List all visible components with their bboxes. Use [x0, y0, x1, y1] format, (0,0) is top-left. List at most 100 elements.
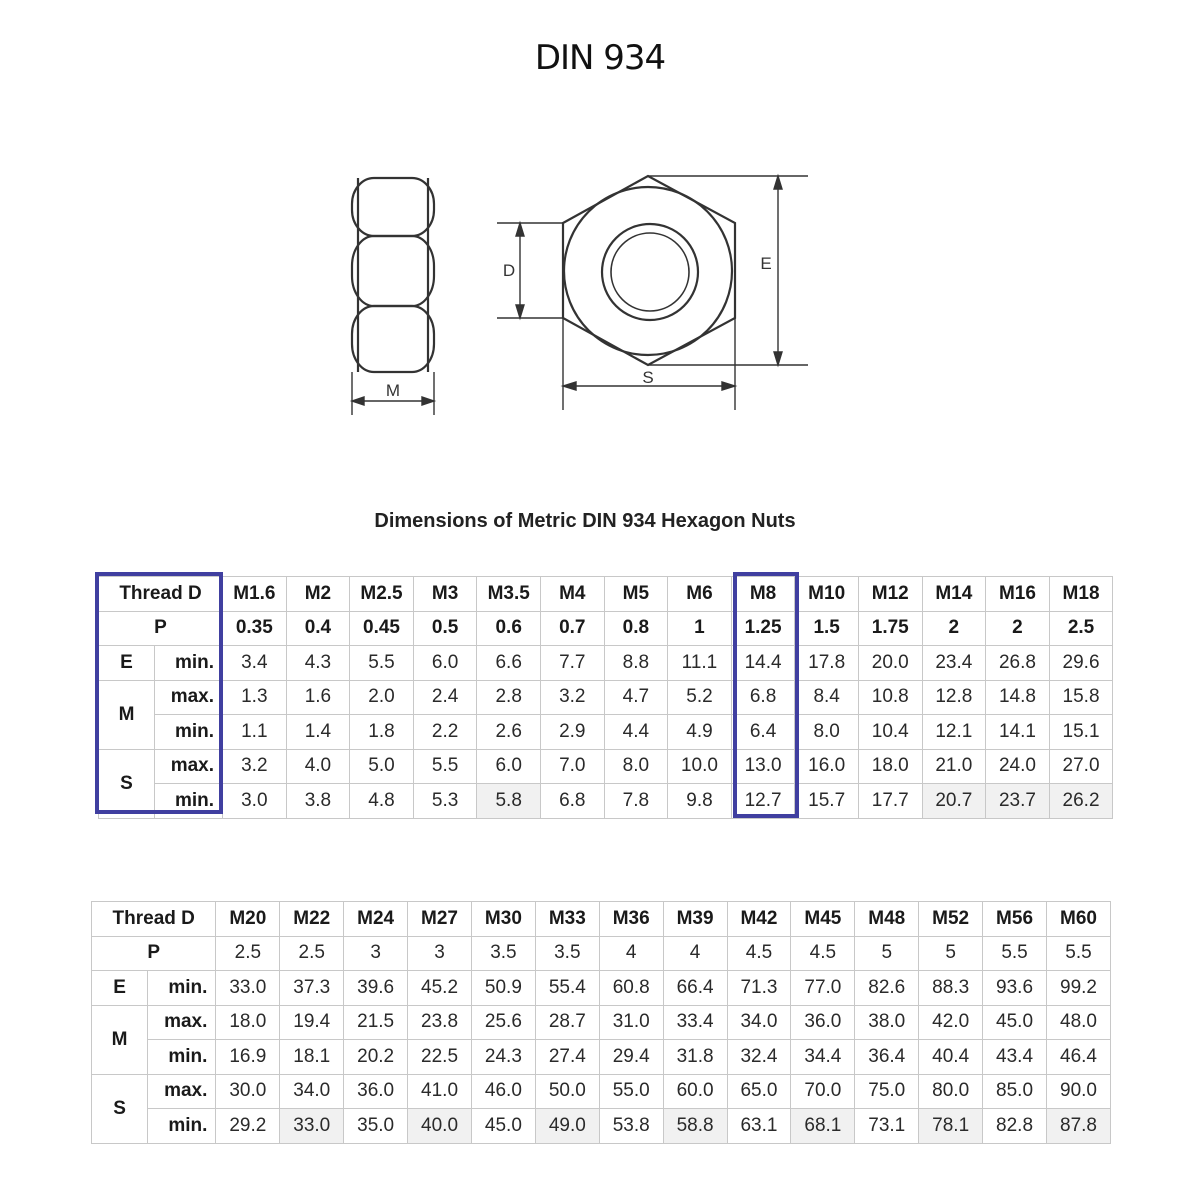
label-s: S — [642, 368, 653, 387]
e-min-value: 6.0 — [412, 645, 478, 681]
size-header: M48 — [854, 901, 920, 937]
size-header: M3 — [412, 576, 478, 612]
nut-side-view — [350, 176, 436, 374]
m-min-value: 32.4 — [726, 1039, 792, 1075]
label-max: max. — [147, 1073, 217, 1109]
m-min-value: 22.5 — [407, 1039, 472, 1075]
s-max-value: 75.0 — [854, 1073, 920, 1109]
m-min-value: 6.4 — [730, 714, 796, 750]
e-min-value: 11.1 — [667, 645, 732, 681]
label-m: M — [90, 1004, 149, 1075]
m-max-value: 4.7 — [603, 679, 669, 715]
label-min: min. — [147, 970, 217, 1006]
s-max-value: 34.0 — [279, 1073, 345, 1109]
m-min-value: 40.4 — [918, 1039, 984, 1075]
s-max-value: 18.0 — [857, 748, 923, 784]
s-max-value: 16.0 — [794, 748, 859, 784]
s-min-value: 45.0 — [470, 1108, 536, 1144]
s-max-value: 70.0 — [790, 1073, 856, 1109]
e-min-value: 26.8 — [985, 645, 1050, 681]
size-header: M30 — [470, 901, 536, 937]
size-header: M3.5 — [476, 576, 541, 612]
label-p: P — [97, 610, 224, 646]
m-max-value: 19.4 — [279, 1004, 345, 1040]
e-min-value: 37.3 — [279, 970, 345, 1006]
pitch-value: 0.35 — [222, 610, 287, 646]
m-min-value: 10.4 — [857, 714, 923, 750]
m-min-value: 16.9 — [215, 1039, 281, 1075]
pitch-value: 2.5 — [215, 935, 281, 971]
label-min: min. — [147, 1039, 217, 1075]
label-max: max. — [147, 1004, 217, 1040]
m-min-value: 2.9 — [539, 714, 605, 750]
s-min-value: 5.3 — [412, 783, 478, 819]
label-thread-d: Thread D — [90, 901, 217, 937]
pitch-value: 1.25 — [730, 610, 796, 646]
m-max-value: 10.8 — [857, 679, 923, 715]
m-min-value: 18.1 — [279, 1039, 345, 1075]
s-min-value: 12.7 — [730, 783, 796, 819]
s-min-value: 29.2 — [215, 1108, 281, 1144]
m-max-value: 23.8 — [407, 1004, 472, 1040]
size-header: M5 — [603, 576, 669, 612]
s-max-value: 27.0 — [1048, 748, 1114, 784]
label-s: S — [98, 748, 155, 819]
m-max-value: 45.0 — [982, 1004, 1047, 1040]
e-min-value: 29.6 — [1048, 645, 1114, 681]
m-max-value: 48.0 — [1045, 1004, 1112, 1040]
m-min-value: 46.4 — [1045, 1039, 1112, 1075]
m-max-value: 12.8 — [921, 679, 987, 715]
label-e: E — [90, 970, 149, 1006]
s-min-value: 73.1 — [854, 1108, 920, 1144]
e-min-value: 20.0 — [857, 645, 923, 681]
pitch-value: 5.5 — [982, 935, 1047, 971]
size-header: M2.5 — [349, 576, 414, 612]
page-title: DIN 934 — [534, 38, 666, 78]
d-dimension — [497, 220, 563, 321]
size-header: M24 — [343, 901, 409, 937]
e-min-value: 6.6 — [476, 645, 541, 681]
pitch-value: 3.5 — [534, 935, 600, 971]
label-min: min. — [153, 714, 224, 750]
m-max-value: 18.0 — [215, 1004, 281, 1040]
pitch-value: 0.7 — [539, 610, 605, 646]
s-min-value: 26.2 — [1048, 783, 1114, 819]
m-min-value: 14.1 — [985, 714, 1050, 750]
size-header: M2 — [285, 576, 351, 612]
m-max-value: 31.0 — [598, 1004, 664, 1040]
s-min-value: 20.7 — [921, 783, 987, 819]
m-max-value: 28.7 — [534, 1004, 600, 1040]
size-header: M36 — [598, 901, 664, 937]
e-min-value: 4.3 — [285, 645, 351, 681]
s-min-value: 23.7 — [985, 783, 1050, 819]
pitch-value: 3 — [407, 935, 472, 971]
pitch-value: 4.5 — [726, 935, 792, 971]
s-min-value: 53.8 — [598, 1108, 664, 1144]
size-header: M22 — [279, 901, 345, 937]
size-header: M18 — [1048, 576, 1114, 612]
s-min-value: 7.8 — [603, 783, 669, 819]
pitch-value: 2 — [985, 610, 1050, 646]
s-max-value: 50.0 — [534, 1073, 600, 1109]
s-max-value: 3.2 — [222, 748, 287, 784]
s-max-value: 46.0 — [470, 1073, 536, 1109]
m-max-value: 2.4 — [412, 679, 478, 715]
m-max-value: 15.8 — [1048, 679, 1114, 715]
pitch-value: 4.5 — [790, 935, 856, 971]
s-min-value: 17.7 — [857, 783, 923, 819]
pitch-value: 0.8 — [603, 610, 669, 646]
m-min-value: 36.4 — [854, 1039, 920, 1075]
e-min-value: 60.8 — [598, 970, 664, 1006]
hex-nut-drawing: M D E S — [349, 173, 808, 415]
label-e: E — [760, 254, 771, 273]
s-max-value: 65.0 — [726, 1073, 792, 1109]
e-min-value: 7.7 — [539, 645, 605, 681]
size-header: M10 — [794, 576, 859, 612]
s-max-value: 30.0 — [215, 1073, 281, 1109]
s-min-value: 6.8 — [539, 783, 605, 819]
e-min-value: 88.3 — [918, 970, 984, 1006]
s-min-value: 40.0 — [407, 1108, 472, 1144]
